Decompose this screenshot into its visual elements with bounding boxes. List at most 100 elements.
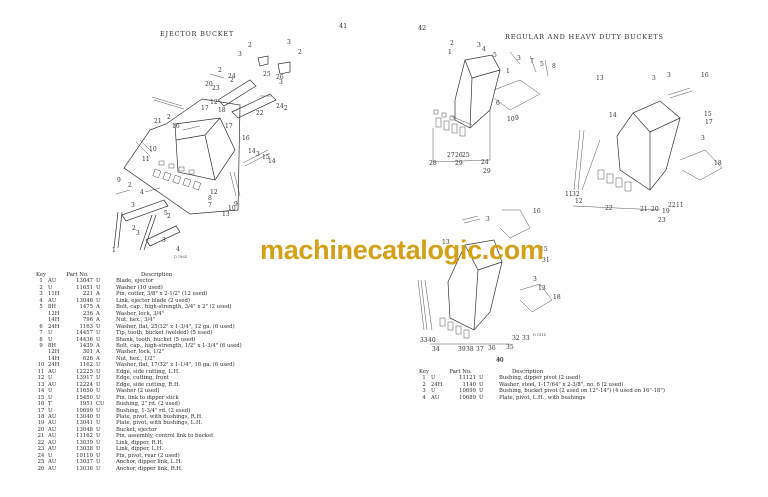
part-number: 11651 [76,284,93,291]
parts-list-header: Key Part No. Description [36,272,173,278]
part-prefix: U [48,394,53,401]
part-description: Bucket, ejector [116,426,157,433]
part-prefix: U [48,407,53,414]
svg-text:17: 17 [705,119,713,126]
part-number: 10699 [76,407,93,414]
part-description: Washer, flat, 17/32" x 1-1/4", 16 ga. (6… [116,362,235,369]
svg-text:9: 9 [234,201,238,208]
part-prefix: T [48,401,52,408]
part-prefix: U [48,388,53,395]
part-suffix: A [96,317,100,324]
svg-text:8: 8 [552,63,556,70]
part-description: Anchor, dipper link, L.H. [116,459,183,466]
part-key: 1 [39,278,43,285]
svg-text:35: 35 [506,344,514,351]
part-prefix: AU [48,381,57,388]
part-key: 18 [37,413,45,420]
part-suffix: U [96,375,101,382]
svg-text:2: 2 [248,42,252,49]
svg-text:7: 7 [530,58,534,65]
part-suffix: U [96,394,101,401]
part-suffix: U [479,375,484,382]
part-key: 3 [39,291,43,298]
svg-text:1: 1 [448,49,452,56]
part-prefix: AU [48,297,57,304]
part-suffix: U [96,413,101,420]
part-prefix: U [431,375,436,382]
part-suffix: A [96,349,100,356]
part-suffix: U [96,323,101,330]
part-number: 301 [82,349,93,356]
svg-text:23: 23 [658,217,666,224]
part-prefix: AU [48,413,57,420]
part-key: 2 [39,284,43,291]
svg-text:14: 14 [609,112,617,119]
part-suffix: U [96,426,101,433]
part-suffix: U [96,459,101,466]
part-prefix: 8H [48,304,56,311]
part-key: 14 [37,388,45,395]
part-suffix: U [96,439,101,446]
svg-text:16: 16 [242,135,250,142]
part-key: 11 [37,368,45,375]
part-description: Washer (10 used) [116,284,163,291]
svg-text:26: 26 [276,74,284,81]
part-key: 8 [39,336,43,343]
part-key: 5 [39,304,43,311]
part-description: Plate, pivot, with bushings, R.H. [116,413,203,420]
part-description: Bolt, cap., high-strength, 3/4" x 2" (2 … [116,304,232,311]
part-suffix: U [96,388,101,395]
svg-text:25: 25 [263,71,271,78]
part-suffix: U [479,394,484,401]
part-key: 4 [39,297,43,304]
svg-text:27: 27 [447,152,455,159]
part-description: Bushing, 1-3/4" rd. (2 used) [116,407,191,414]
part-prefix: 14H [48,355,60,362]
svg-text:15: 15 [704,111,712,118]
svg-text:3: 3 [162,237,166,244]
part-key: 22 [37,439,45,446]
part-number: 236 [82,310,93,317]
svg-text:3: 3 [652,75,656,82]
part-description: Washer, lock, 3/4" [116,310,165,317]
svg-text:16: 16 [701,72,709,79]
part-key: 13 [37,381,45,388]
part-number: 10689 [459,394,476,401]
svg-text:10: 10 [149,146,157,153]
svg-text:37: 37 [476,346,484,353]
svg-text:21: 21 [154,118,162,125]
part-number: 12225 [76,368,93,375]
figure-caption-number: 40 [497,357,504,363]
part-number: 13041 [76,420,93,427]
part-suffix: A [96,342,100,349]
part-number: 13047 [76,278,93,285]
svg-text:3: 3 [287,39,291,46]
part-number: 13048 [76,426,93,433]
part-description: Shank, tooth, bucket (5 used) [116,336,196,343]
svg-text:31: 31 [542,257,550,264]
svg-text:2: 2 [230,77,234,84]
part-description: Link, ejector blade (2 used) [116,297,190,304]
svg-text:34: 34 [432,346,440,353]
part-number: 13037 [76,459,93,466]
part-key: 15 [37,394,45,401]
part-prefix: 24H [431,381,443,388]
part-key: 21 [37,433,45,440]
part-prefix: U [48,284,53,291]
part-key: 1 [422,375,426,382]
part-description: Blade, ejector [116,278,154,285]
svg-text:6: 6 [496,100,500,107]
part-number: 15450 [76,394,93,401]
